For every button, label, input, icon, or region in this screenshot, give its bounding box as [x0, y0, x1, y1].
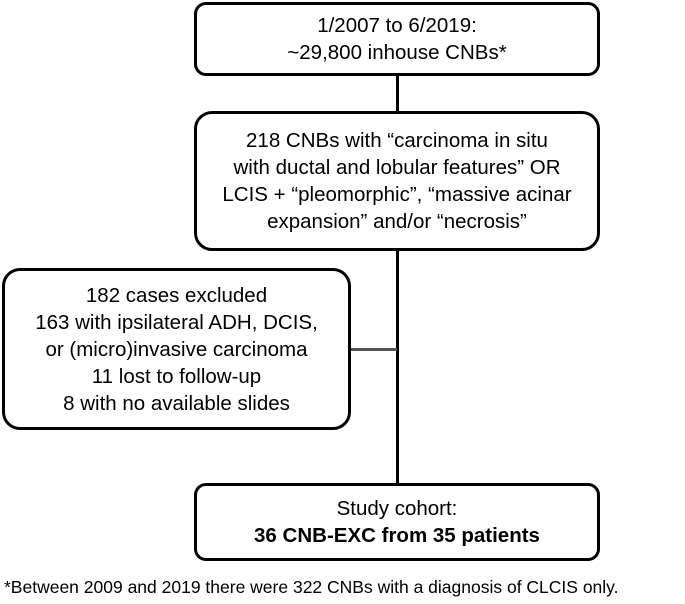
- start-box-line-2: ~29,800 inhouse CNBs*: [287, 41, 507, 64]
- criteria-line-2: with ductal and lobular features” OR: [233, 156, 561, 179]
- connector-excluded-branch: [349, 348, 397, 351]
- excluded-line-5: 8 with no available slides: [63, 391, 290, 415]
- excluded-line-1: 182 cases excluded: [85, 283, 268, 307]
- connector-box1-box2: [396, 74, 399, 112]
- cohort-title: Study cohort:: [336, 497, 458, 520]
- connector-box2-cohort: [396, 248, 399, 484]
- start-box-line-1: 1/2007 to 6/2019:: [317, 14, 477, 37]
- excluded-line-2: 163 with ipsilateral ADH, DCIS,: [35, 310, 318, 334]
- start-box: 1/2007 to 6/2019: ~29,800 inhouse CNBs*: [194, 2, 600, 76]
- criteria-box: 218 CNBs with “carcinoma in situ with du…: [194, 111, 600, 251]
- cohort-detail: 36 CNB-EXC from 35 patients: [254, 524, 540, 547]
- cohort-box: Study cohort: 36 CNB-EXC from 35 patient…: [194, 483, 600, 561]
- criteria-line-3: LCIS + “pleomorphic”, “massive acinar: [222, 183, 572, 206]
- excluded-line-4: 11 lost to follow-up: [91, 364, 262, 388]
- excluded-box: 182 cases excluded 163 with ipsilateral …: [2, 268, 351, 430]
- footnote: *Between 2009 and 2019 there were 322 CN…: [4, 577, 619, 597]
- criteria-line-1: 218 CNBs with “carcinoma in situ: [246, 129, 548, 152]
- criteria-line-4: expansion” and/or “necrosis”: [267, 210, 527, 233]
- excluded-line-3: or (micro)invasive carcinoma: [45, 337, 308, 361]
